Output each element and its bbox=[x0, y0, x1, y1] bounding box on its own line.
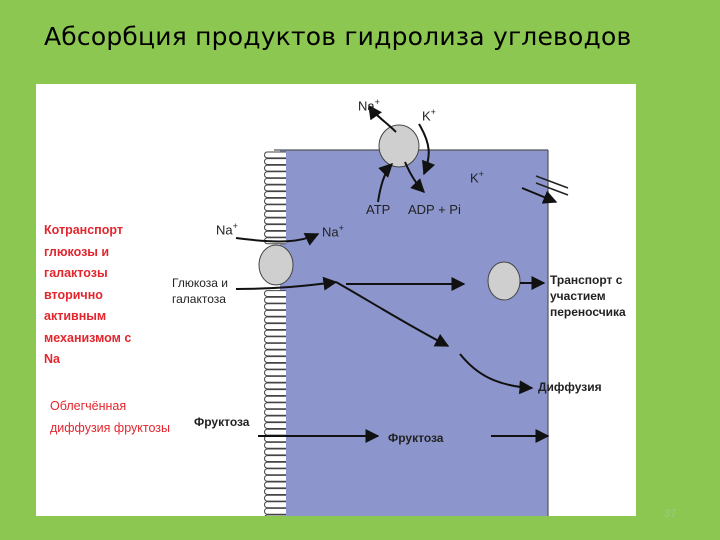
na-inner-label: Na+ bbox=[322, 223, 344, 240]
cell-diagram bbox=[235, 104, 569, 516]
cell-body bbox=[280, 150, 548, 516]
adp-pi-label: ADP + Pi bbox=[408, 202, 461, 217]
sglt-carrier bbox=[258, 244, 294, 286]
diffusion-arrow bbox=[459, 353, 534, 395]
microvilli-brush-border bbox=[264, 151, 286, 516]
k-channel-line-1 bbox=[535, 175, 569, 189]
page-number: 37 bbox=[664, 508, 677, 520]
na-k-pump bbox=[378, 124, 420, 168]
glut2-carrier bbox=[487, 261, 521, 301]
fructose-center-label: Фруктоза bbox=[388, 431, 444, 445]
k-in-arrow bbox=[418, 123, 436, 176]
transport-carrier-label: Транспорт с участием переносчика bbox=[550, 273, 626, 319]
glucose-branch-arrow bbox=[335, 281, 450, 347]
k-out-arrow bbox=[521, 187, 558, 204]
k-top-label: K+ bbox=[422, 107, 436, 124]
k-right-label: K+ bbox=[470, 169, 484, 186]
fructose-left-label: Фруктоза bbox=[194, 415, 250, 429]
atp-label: ATP bbox=[366, 202, 391, 217]
na-cotransport-arrow bbox=[235, 233, 320, 246]
adp-arrow bbox=[404, 161, 425, 193]
na-left-label: Na+ bbox=[216, 221, 238, 238]
facilitated-diffusion-label: Облегчённая диффузия фруктозы bbox=[50, 399, 170, 435]
glucose-entry-arrow bbox=[235, 276, 338, 291]
atp-arrow bbox=[377, 163, 393, 203]
glucose-galactose-label: Глюкоза и галактоза bbox=[172, 276, 228, 306]
slide-title: Абсорбция продуктов гидролиза углеводов bbox=[44, 22, 632, 51]
microvilli-path bbox=[264, 151, 286, 516]
cotransport-label: Котранспорт глюкозы и галактозы вторично… bbox=[44, 223, 132, 366]
k-channel-line-2 bbox=[535, 182, 569, 196]
na-out-label: Na+ bbox=[358, 97, 380, 114]
na-out-arrow bbox=[368, 104, 397, 133]
diffusion-label: Диффузия bbox=[538, 380, 602, 394]
diagram-panel: Na+ K+ K+ ATP ADP + Pi Na+ Na+ Котранспо… bbox=[36, 84, 636, 516]
